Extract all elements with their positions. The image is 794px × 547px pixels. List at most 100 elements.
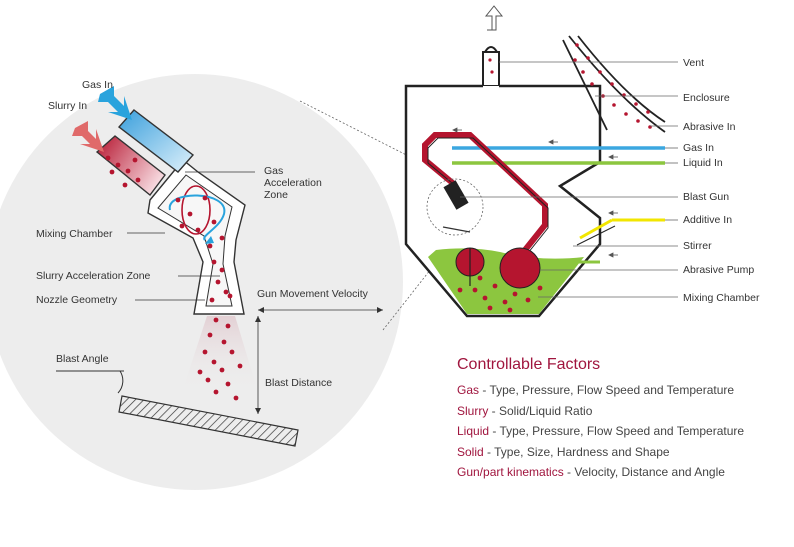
label-blast-angle: Blast Angle	[56, 353, 109, 365]
zoom-line-top	[299, 100, 433, 169]
particle-dot	[233, 395, 239, 401]
swirl-loop	[181, 185, 211, 235]
factor-key: Solid	[457, 444, 484, 459]
factor-text: - Solid/Liquid Ratio	[488, 403, 593, 418]
particle-dot	[207, 243, 213, 249]
particle-dot	[488, 58, 492, 62]
particle-dot	[197, 369, 203, 375]
particle-dot	[179, 223, 185, 229]
label-gas-acceleration-3: Zone	[264, 189, 288, 201]
gas-in-arrow	[98, 86, 132, 120]
enclosure-particles	[457, 43, 652, 313]
label-additive-in: Additive In	[683, 214, 732, 226]
particle-dot	[225, 323, 231, 329]
particle-dot	[209, 297, 215, 303]
label-vent: Vent	[683, 57, 704, 69]
particle-dot	[575, 43, 579, 47]
factor-key: Liquid	[457, 424, 490, 438]
label-gas-acceleration-1: Gas	[264, 165, 283, 177]
slurry-gun-line	[422, 132, 548, 252]
particle-dot	[213, 389, 219, 395]
blasting-system-view: Vent Enclosure Abrasive In Gas In Liquid…	[404, 5, 760, 318]
additive-in-line	[579, 218, 613, 240]
particle-dot	[223, 289, 229, 295]
particle-dot	[221, 339, 227, 345]
particle-dot	[219, 235, 225, 241]
particle-dot	[122, 182, 128, 188]
factors-title: Controllable Factors	[457, 356, 601, 373]
factor-key: Gun/part kinematics	[457, 465, 564, 479]
slurry-in-arrow	[72, 121, 104, 152]
particle-dot	[205, 377, 211, 383]
factor-key: Gas	[457, 383, 480, 397]
label-abrasive-in: Abrasive In	[683, 121, 736, 133]
label-enclosure: Enclosure	[683, 92, 730, 104]
factor-text: - Velocity, Distance and Angle	[563, 465, 725, 479]
particle-dot	[634, 102, 638, 106]
particle-dot	[507, 307, 513, 313]
zoom-line-bottom	[382, 231, 461, 331]
particle-dot	[211, 259, 217, 265]
particle-dot	[105, 155, 111, 161]
particle-dot	[512, 291, 518, 297]
particle-dot	[227, 293, 233, 299]
particle-dot	[492, 283, 498, 289]
particle-dot	[211, 359, 217, 365]
particle-dot	[109, 169, 115, 175]
factor-key: Slurry	[457, 403, 489, 418]
particle-dot	[586, 56, 590, 60]
label-gas-in: Gas In	[82, 79, 113, 91]
controllable-factors: Controllable Factors Gas - Type, Pressur…	[457, 356, 787, 483]
particle-dot	[219, 367, 225, 373]
particle-dot	[202, 349, 208, 355]
particle-dot	[219, 267, 225, 273]
particle-dot	[135, 177, 141, 183]
label-gas-in-right: Gas In	[683, 142, 714, 154]
particle-dot	[528, 268, 532, 272]
label-mixing-chamber-left: Mixing Chamber	[36, 228, 113, 240]
particle-dot	[477, 275, 483, 281]
label-stirrer: Stirrer	[683, 240, 712, 252]
particle-dot	[187, 211, 193, 217]
label-slurry-in: Slurry In	[48, 100, 87, 112]
flow-arrows	[452, 127, 618, 258]
particle-dot	[215, 279, 221, 285]
particle-dot	[207, 332, 213, 338]
label-blast-distance: Blast Distance	[265, 377, 332, 389]
particle-dot	[457, 287, 463, 293]
label-liquid-in: Liquid In	[683, 157, 723, 169]
particle-dot	[229, 349, 235, 355]
factor-row: Gun/part kinematics - Velocity, Distance…	[457, 462, 787, 483]
particle-dot	[225, 381, 231, 387]
particle-dot	[487, 305, 493, 311]
abrasive-pump-icon	[499, 247, 541, 289]
particle-dot	[125, 168, 131, 174]
label-nozzle-geometry: Nozzle Geometry	[36, 294, 118, 306]
particle-dot	[211, 219, 217, 225]
particle-dot	[115, 162, 121, 168]
factor-text: - Type, Pressure, Flow Speed and Tempera…	[489, 424, 745, 438]
particle-dot	[646, 110, 650, 114]
label-mixing-chamber-right: Mixing Chamber	[683, 292, 760, 304]
particle-dot	[502, 299, 508, 305]
particle-dot	[175, 197, 181, 203]
particle-dot	[213, 317, 219, 323]
particle-dot	[598, 70, 602, 74]
workpiece	[118, 395, 299, 447]
slurry-inlet-tube	[95, 135, 166, 197]
particle-dot	[636, 119, 640, 123]
label-blast-gun: Blast Gun	[683, 191, 729, 203]
particle-dot	[237, 363, 243, 369]
label-abrasive-pump: Abrasive Pump	[683, 264, 754, 276]
particle-dot	[590, 82, 594, 86]
blast-gun-icon	[443, 180, 469, 210]
particle-dot	[573, 58, 577, 62]
particle-dot	[612, 103, 616, 107]
factor-row: Gas - Type, Pressure, Flow Speed and Tem…	[457, 380, 787, 401]
abrasive-particles	[105, 155, 243, 401]
right-leader-lines	[460, 61, 678, 298]
factor-text: - Type, Pressure, Flow Speed and Tempera…	[479, 383, 735, 397]
particle-dot	[525, 297, 531, 303]
factor-row: Solid - Type, Size, Hardness and Shape	[457, 442, 787, 463]
